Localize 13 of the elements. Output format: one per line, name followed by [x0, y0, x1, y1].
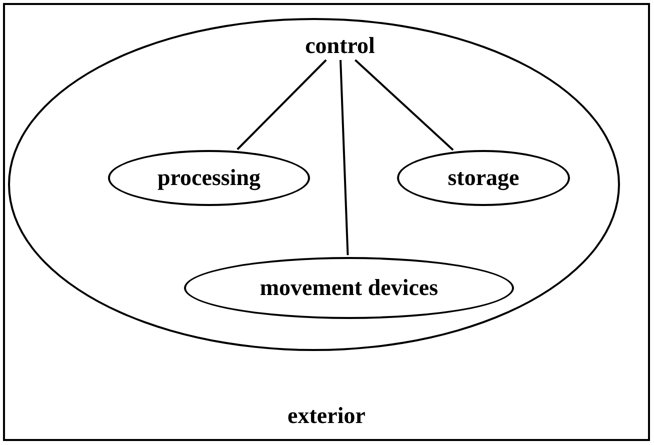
node-label: control	[292, 32, 388, 60]
node-label: exterior	[288, 402, 366, 430]
connector-line	[340, 60, 349, 256]
connector-line	[354, 59, 454, 151]
ellipse	[8, 18, 620, 351]
ellipse	[397, 150, 570, 206]
ellipse	[108, 150, 310, 206]
frame-box	[3, 3, 650, 441]
node-label: movement devices	[260, 274, 438, 302]
connector-line	[236, 59, 327, 150]
node-label: processing	[157, 164, 261, 192]
ellipse	[184, 257, 514, 319]
node-label: storage	[448, 164, 520, 192]
